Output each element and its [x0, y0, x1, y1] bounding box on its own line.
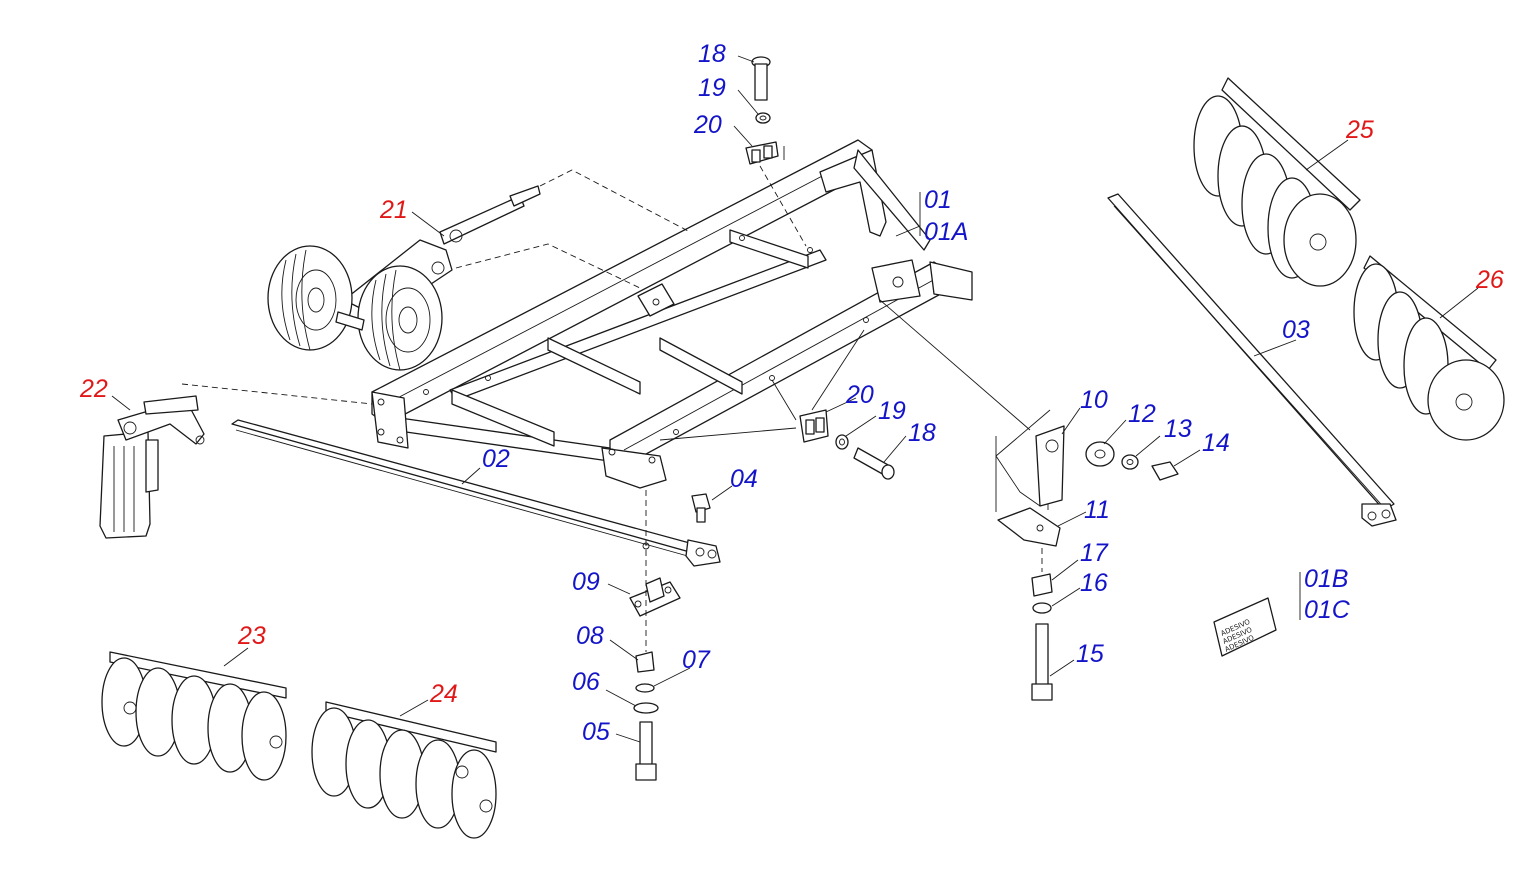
label-22: 22	[79, 375, 108, 403]
label-13: 13	[1164, 415, 1192, 443]
label-01a: 01A	[924, 218, 968, 246]
part-labels: 01 01A 02 03 04 05 06 07 08 09 10 11 12 …	[79, 40, 1504, 746]
disc-gang-26	[1353, 255, 1505, 441]
label-25: 25	[1345, 116, 1374, 144]
jack-assembly	[99, 395, 205, 539]
label-20-mid: 20	[845, 381, 874, 409]
disc-gang-24	[311, 701, 497, 839]
bracket-11	[997, 507, 1061, 547]
main-frame	[371, 139, 973, 489]
label-07: 07	[682, 646, 711, 674]
label-20-top: 20	[693, 111, 722, 139]
bolt-stack-left	[633, 651, 659, 781]
pin-stack-top	[745, 56, 785, 165]
label-03: 03	[1282, 316, 1310, 344]
bolt-stack-right	[1031, 573, 1053, 701]
disc-gang-23	[101, 651, 287, 781]
label-16: 16	[1080, 569, 1108, 597]
label-15: 15	[1076, 640, 1104, 668]
bracket-10	[995, 409, 1065, 507]
grease-fitting	[691, 493, 711, 523]
label-leaders	[111, 55, 1479, 743]
label-19-top: 19	[698, 74, 726, 102]
label-09: 09	[572, 568, 600, 596]
label-21: 21	[379, 196, 408, 224]
label-04: 04	[730, 465, 758, 493]
label-01c: 01C	[1304, 596, 1351, 624]
front-bar	[231, 419, 721, 567]
label-19-mid: 19	[878, 397, 906, 425]
label-14: 14	[1202, 429, 1230, 457]
label-08: 08	[576, 622, 604, 650]
dashed-guides	[181, 165, 1049, 652]
label-02: 02	[482, 445, 510, 473]
label-18-top: 18	[698, 40, 726, 68]
rear-bar	[1107, 193, 1397, 527]
label-18-mid: 18	[908, 419, 936, 447]
decal-sticker: ADESIVO ADESIVO ADESIVO	[1213, 597, 1277, 657]
spacer-washer-bolt	[1085, 441, 1179, 481]
label-05: 05	[582, 718, 610, 746]
clamp-plate	[629, 577, 681, 617]
pin-stack-mid	[799, 409, 895, 480]
wheel-assembly	[267, 185, 541, 371]
label-01b: 01B	[1304, 565, 1348, 593]
label-24: 24	[429, 680, 458, 708]
label-17: 17	[1080, 539, 1109, 567]
label-23: 23	[237, 622, 266, 650]
label-11: 11	[1084, 496, 1110, 524]
label-26: 26	[1475, 266, 1504, 294]
disc-gang-25	[1193, 77, 1361, 287]
label-01: 01	[924, 186, 952, 214]
label-06: 06	[572, 668, 600, 696]
label-10: 10	[1080, 386, 1108, 414]
label-12: 12	[1128, 400, 1156, 428]
